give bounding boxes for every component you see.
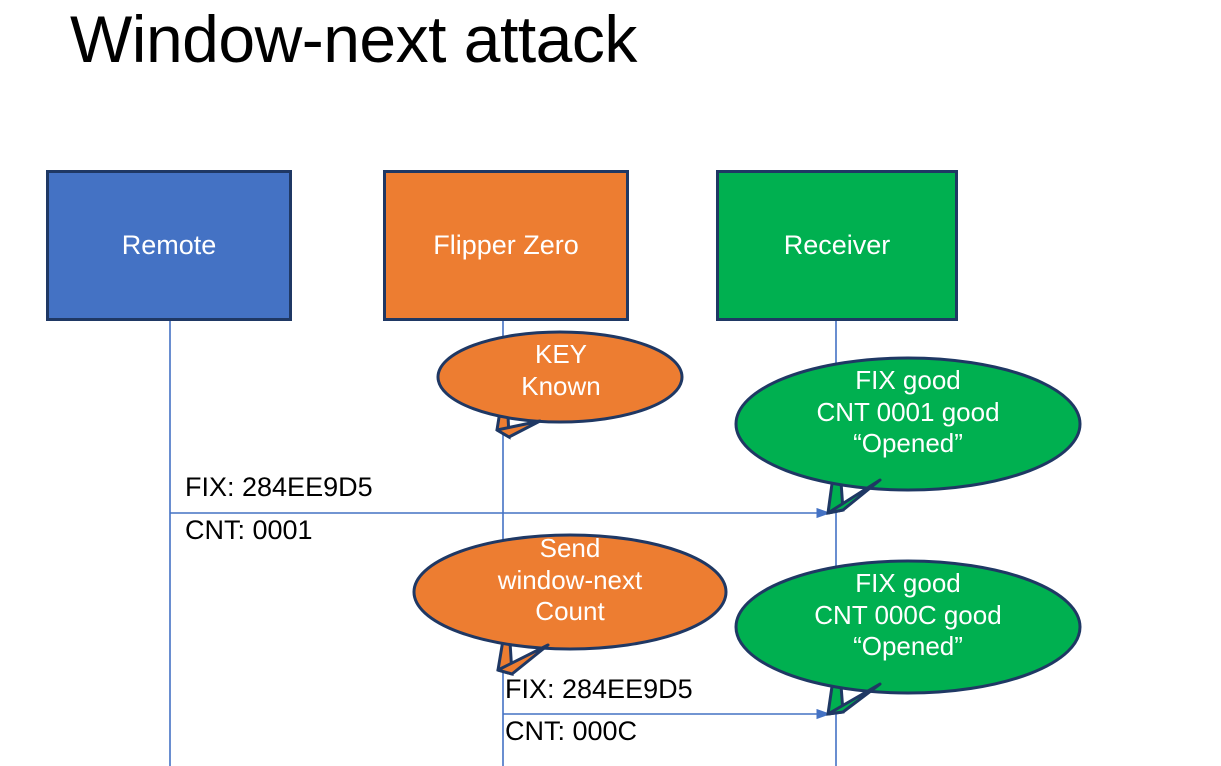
actor-box-receiver[interactable]: Receiver xyxy=(716,170,958,321)
actor-box-remote[interactable]: Remote xyxy=(46,170,292,321)
callout-send-window-next xyxy=(412,533,728,677)
actor-label-flipper: Flipper Zero xyxy=(433,230,579,261)
callout-receiver-ok-1 xyxy=(734,356,1082,515)
message-1-fix-label: FIX: 284EE9D5 xyxy=(185,472,373,502)
actor-label-receiver: Receiver xyxy=(783,230,891,261)
message-1-cnt-label: CNT: 0001 xyxy=(185,515,313,545)
actor-label-remote: Remote xyxy=(121,230,217,261)
message-2-fix-label: FIX: 284EE9D5 xyxy=(505,674,693,704)
callout-key-known xyxy=(436,330,684,440)
page-title: Window-next attack xyxy=(70,2,637,76)
message-2-cnt-label: CNT: 000C xyxy=(505,716,638,746)
actor-box-flipper[interactable]: Flipper Zero xyxy=(383,170,629,321)
callout-receiver-ok-2 xyxy=(734,559,1082,716)
